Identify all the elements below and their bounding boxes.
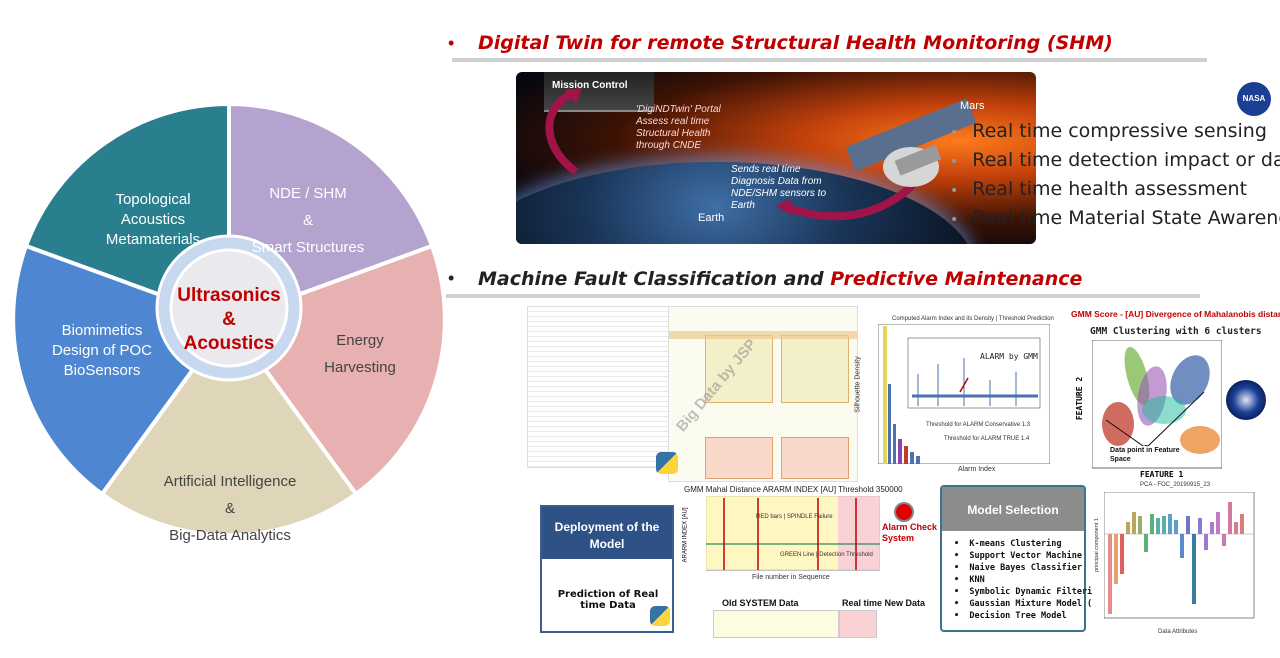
mission-control-screen <box>544 72 654 112</box>
gmm-mahal-chart: ARARM INDEX [AU] RED bars | SPINDLE Fail… <box>682 494 882 584</box>
model-selection-box: Model Selection • K-means Clustering • S… <box>940 485 1108 632</box>
shm-feature-item: •Real time compressive sensing <box>950 120 1267 142</box>
shm-feature-item: •Real time health assessment <box>950 178 1248 200</box>
python-logo-icon <box>656 452 678 474</box>
data-point-note: Data point in Feature Space <box>1110 446 1180 464</box>
python-logo-icon <box>650 606 670 626</box>
alarm-indicator-icon <box>894 502 914 522</box>
correlation-matrix-image: Big Data by JSP <box>668 306 858 482</box>
shm-feature-item: •Real time Material State Awareness <box>950 207 1280 229</box>
mars-label: Mars <box>960 100 985 112</box>
feature1-label: FEATURE 1 <box>1140 470 1184 479</box>
model-selection-title: Model Selection <box>967 503 1059 517</box>
old-data-box <box>713 610 839 638</box>
wheel-hub-label: Ultrasonics&Acoustics <box>177 285 281 354</box>
threshold-true-label: Threshold for ALARM TRUE 1.4 <box>944 436 1030 442</box>
deployment-title: Deployment of the Model <box>554 520 660 551</box>
deployment-header <box>542 507 672 559</box>
model-list-item: • Naive Bayes Classifier <box>954 563 1082 573</box>
nasa-logo-text: NASA <box>1242 94 1266 103</box>
gmm-mahal-title: GMM Mahal Distance ARARM INDEX [AU] Thre… <box>684 485 903 494</box>
alarm-check-label: Alarm Check System <box>882 522 938 543</box>
new-data-box <box>839 610 877 638</box>
gmm-mahal-xlabel: File number in Sequence <box>752 574 830 581</box>
pca-ylabel: principal component 1 <box>1093 518 1100 572</box>
pca-xlabel: Data Attributes <box>1158 629 1198 635</box>
gmm-clustering-chart: GMM Clustering with 6 clusters FEATURE 2… <box>1075 324 1268 480</box>
portal-note: 'DigiNDTwin' Portal Assess real time Str… <box>636 104 721 151</box>
digital-twin-illustration: Mission Control 'DigiNDTwin' Portal Asse… <box>516 72 1036 244</box>
old-system-label: Old SYSTEM Data <box>722 598 799 608</box>
shm-feature-list: •Real time compressive sensing •Real tim… <box>950 120 1280 236</box>
wheel-segment-ai <box>99 316 359 538</box>
gmm-cluster-title: GMM Clustering with 6 clusters <box>1090 326 1262 337</box>
red-bars-label: RED bars | SPINDLE Failure <box>756 514 833 520</box>
feature2-label: FEATURE 2 <box>1075 376 1085 421</box>
mfc-divider <box>446 294 1200 298</box>
shm-feature-item: •Real time detection impact or damage <box>950 149 1280 171</box>
silhouette-title: Computed Alarm Index and its Density | T… <box>892 316 1054 322</box>
nasa-logo: NASA <box>1237 82 1271 116</box>
shm-bullet: • <box>448 33 455 53</box>
model-list-item: • Support Vector Machine <box>954 551 1082 561</box>
model-list-item: • Symbolic Dynamic Filtering <box>954 587 1103 597</box>
model-list-item: • K-means Clustering <box>954 539 1062 549</box>
silhouette-density-chart: Computed Alarm Index and its Density | T… <box>855 316 1054 476</box>
mfc-heading: Machine Fault Classification and Predict… <box>478 268 1083 290</box>
pca-chart: PCA - FOC_20190915_23 principal componen… <box>1092 482 1262 638</box>
gmm-mahal-ylabel: ARARM INDEX [AU] <box>682 507 689 563</box>
model-list-item: • KNN <box>954 575 985 585</box>
model-list-item: • Gaussian Mixture Model (US) <box>954 599 1108 609</box>
earth-label: Earth <box>698 212 725 224</box>
alarm-index-label: Alarm Index <box>958 466 996 473</box>
shm-divider <box>452 58 1207 62</box>
green-line-label: GREEN Line | Detection Threshold <box>780 552 873 558</box>
threshold-conservative-label: Threshold for ALARM Conservative 1.3 <box>926 422 1031 428</box>
alarm-by-gmm-label: ALARM by GMM <box>980 352 1038 361</box>
deployment-body: Prediction of Real time Data <box>557 589 659 611</box>
wheel-label-ai: Artificial Intelligence&Big-Data Analyti… <box>163 473 297 544</box>
realtime-new-label: Real time New Data <box>842 598 926 608</box>
mission-control-label: Mission Control <box>552 80 628 91</box>
model-list-item: • Decision Tree Model <box>954 611 1067 621</box>
navy-emblem <box>1226 380 1266 420</box>
sensor-note: Sends real time Diagnosis Data from NDE/… <box>731 164 827 211</box>
wheel-label-nde: NDE / SHM&Smart Structures <box>251 185 365 256</box>
model-selection-header <box>942 487 1084 531</box>
data-table-image <box>527 306 671 468</box>
pca-title: PCA - FOC_20190915_23 <box>1140 482 1211 488</box>
data-flow-arrows <box>545 88 977 221</box>
research-wheel <box>11 101 447 538</box>
gmm-score-title: GMM Score - [AU] Divergence of Mahalanob… <box>1071 309 1280 319</box>
shm-heading: Digital Twin for remote Structural Healt… <box>478 32 1113 54</box>
wheel-hub <box>169 248 289 368</box>
mfc-bullet: • <box>448 268 455 288</box>
model-list: • K-means Clustering • Support Vector Ma… <box>954 539 1108 623</box>
silhouette-ylabel: Silhouette Density <box>854 356 862 413</box>
